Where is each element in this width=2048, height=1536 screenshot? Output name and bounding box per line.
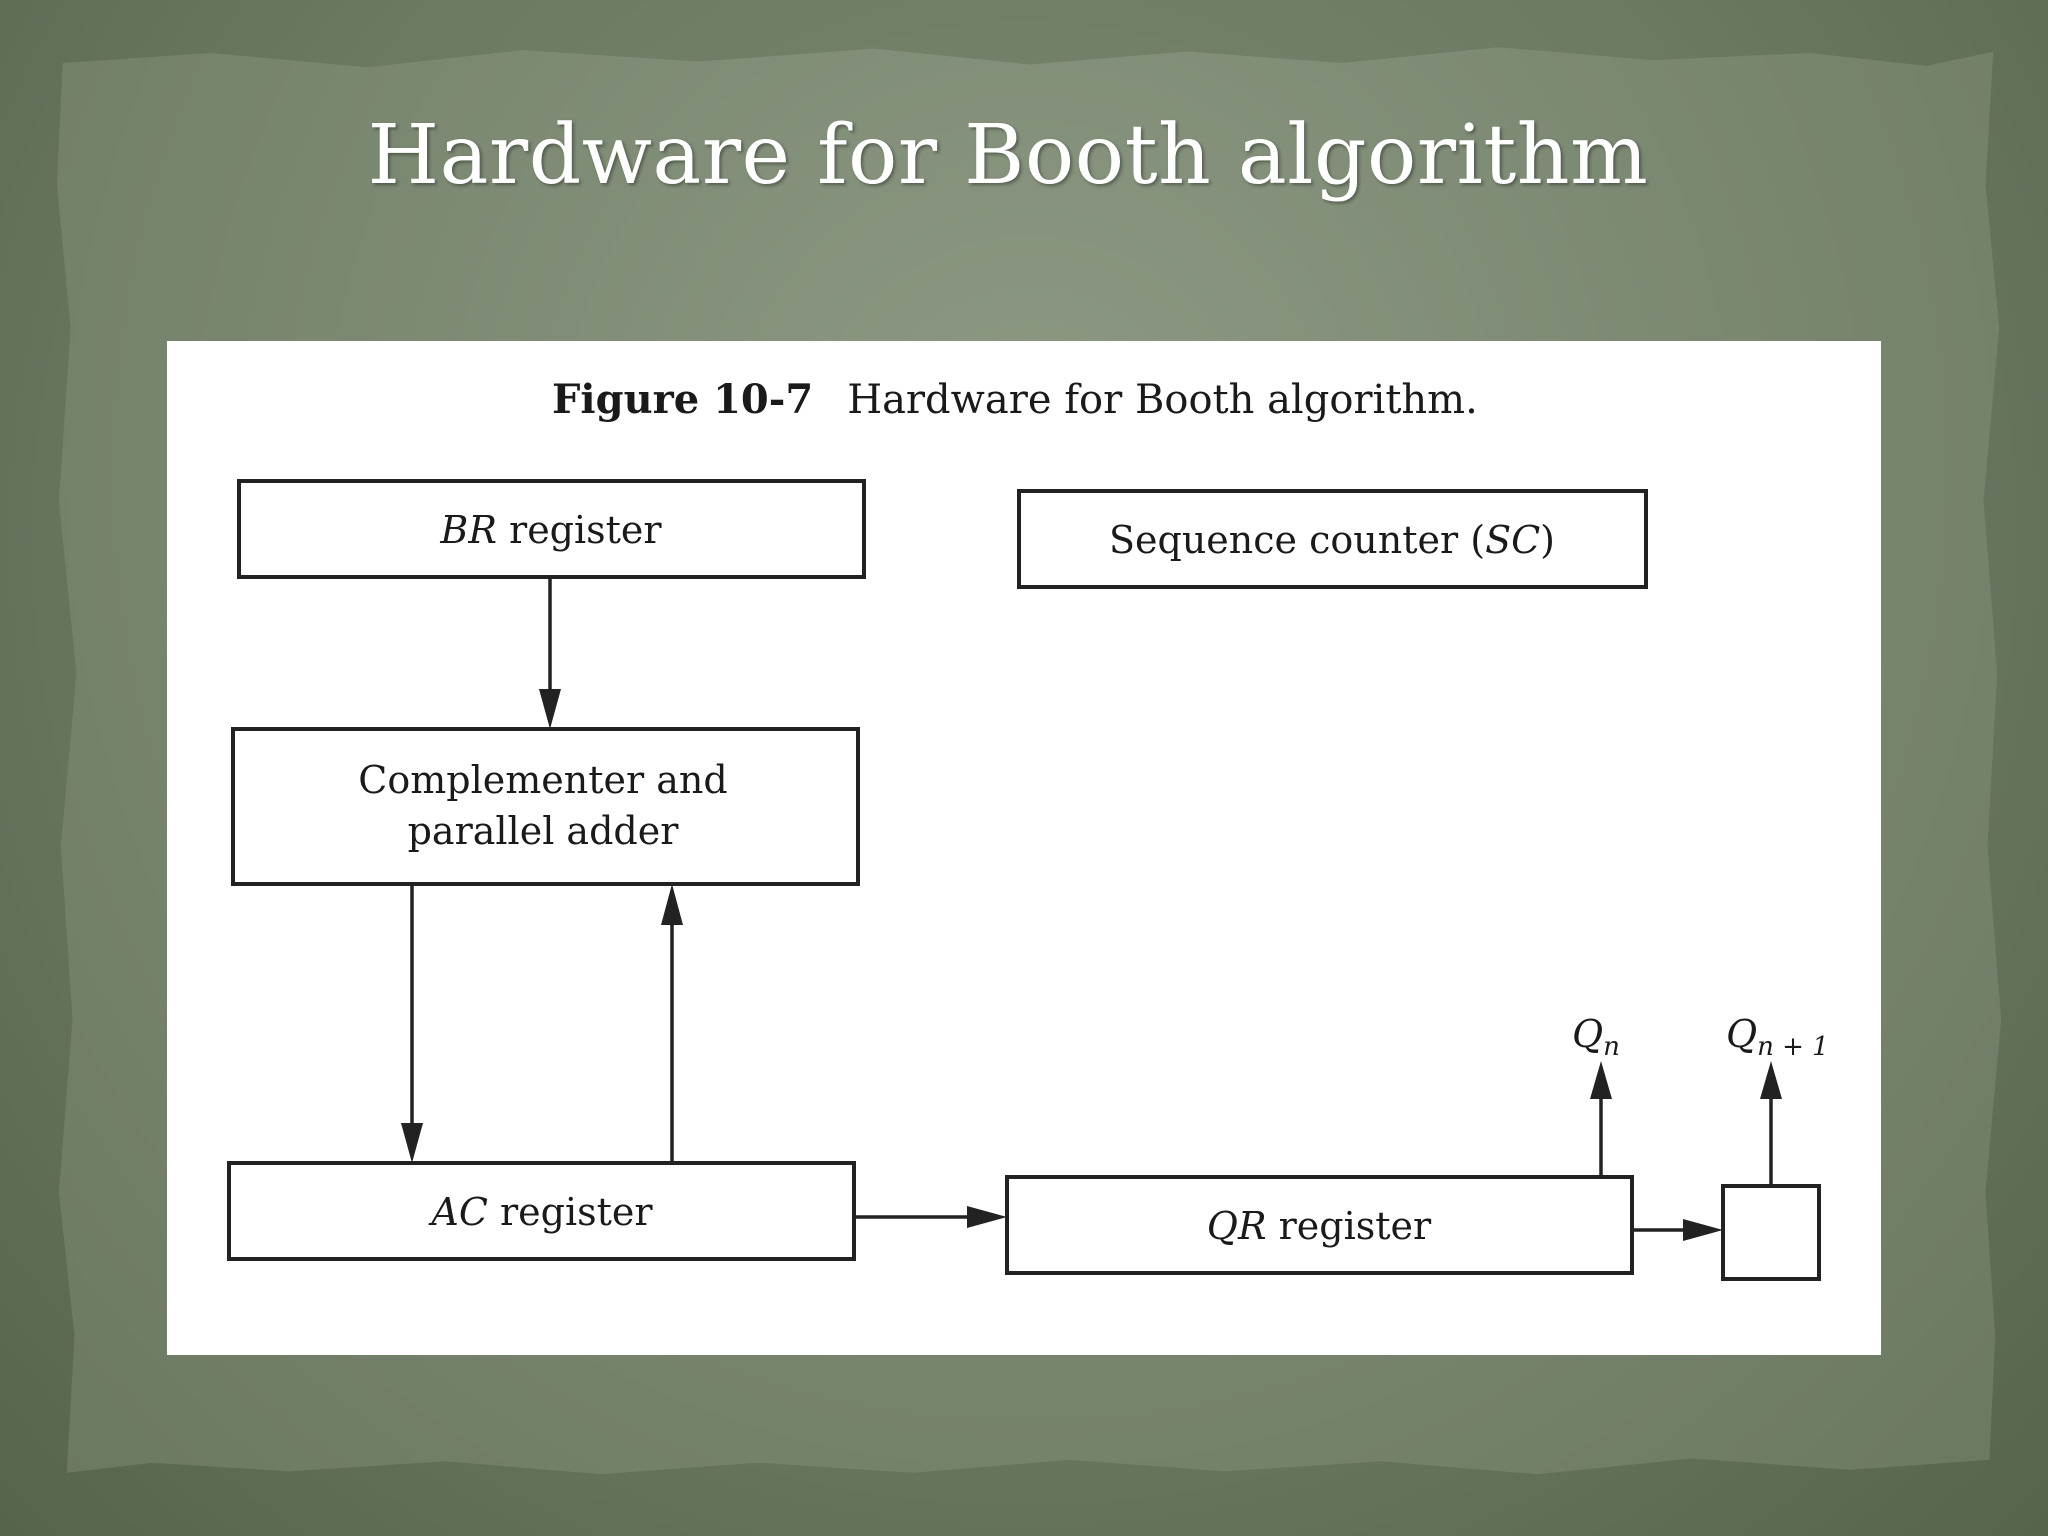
complementer-label-line2: parallel adder: [408, 809, 680, 853]
arrow-qr-to-flipflop: [1632, 1219, 1723, 1241]
slide-title: Hardware for Booth algorithm: [367, 108, 1649, 203]
arrow-br-to-complementer: [539, 577, 561, 729]
arrow-qn-output: [1590, 1061, 1612, 1177]
qn1-label: Qn + 1: [1726, 1012, 1829, 1062]
sequence-counter-label: Sequence counter (SC): [1109, 518, 1555, 562]
qr-register-label: QR register: [1207, 1204, 1432, 1248]
arrow-complementer-to-ac: [401, 884, 423, 1163]
complementer-label-line1: Complementer and: [358, 758, 727, 802]
qn-label: Qn: [1572, 1012, 1620, 1062]
arrow-qn1-output: [1760, 1061, 1782, 1186]
figure-panel: Figure 10-7 Hardware for Booth algorithm.…: [167, 341, 1881, 1355]
complementer-adder-box: [231, 727, 860, 886]
qr-register-block: QR register: [1005, 1175, 1634, 1275]
figure-caption-text: Hardware for Booth algorithm.: [847, 377, 1478, 423]
figure-caption: Figure 10-7 Hardware for Booth algorithm.: [552, 376, 1478, 423]
ac-register-label: AC register: [428, 1190, 653, 1234]
sequence-counter-box: [1017, 489, 1648, 589]
ac-register-box: [227, 1161, 856, 1261]
qn1-flipflop-box: [1721, 1184, 1821, 1281]
sequence-counter-block: Sequence counter (SC): [1017, 489, 1648, 589]
br-register-block: BR register: [237, 479, 866, 579]
booth-hardware-diagram: Figure 10-7 Hardware for Booth algorithm.…: [227, 376, 1829, 1281]
figure-caption-number: Figure 10-7: [552, 376, 813, 423]
arrow-ac-to-complementer: [661, 884, 683, 1163]
br-register-label: BR register: [439, 508, 662, 552]
ac-register-block: AC register: [227, 1161, 856, 1261]
arrow-ac-to-qr: [854, 1206, 1007, 1228]
complementer-adder-block: Complementer and parallel adder: [231, 727, 860, 886]
qr-register-box: [1005, 1175, 1634, 1275]
